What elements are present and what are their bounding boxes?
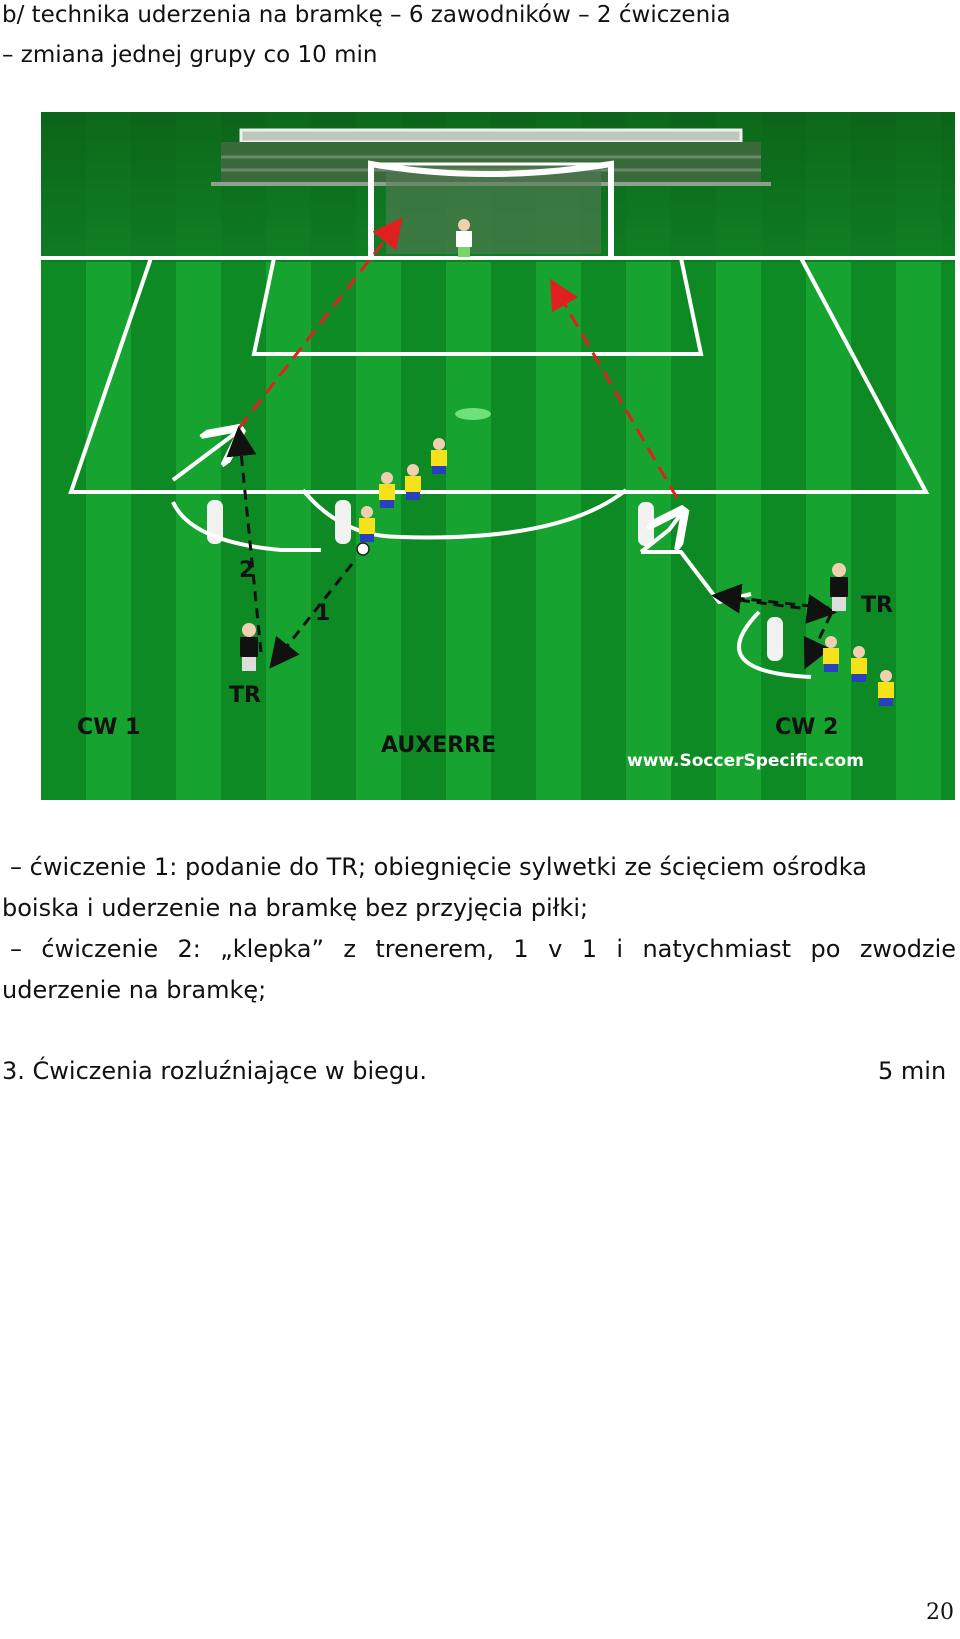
section-3-title: 3. Ćwiczenia rozluźniające w biegu.: [2, 1057, 428, 1085]
header-line-2: – zmiana jednej grupy co 10 min: [2, 42, 378, 68]
paragraph-line-4: uderzenie na bramkę;: [2, 976, 267, 1004]
section-3-duration: 5 min: [878, 1057, 947, 1085]
page-number: 20: [926, 1600, 954, 1625]
label-tr-left: TR: [229, 683, 261, 708]
paragraph-line-3-text: – ćwiczenie 2: „klepka” z trenerem, 1 v …: [10, 935, 956, 963]
label-auxerre: AUXERRE: [381, 733, 496, 758]
goalkeeper-figure: [456, 219, 472, 257]
coach-right: [830, 563, 848, 611]
field-lines: [41, 256, 955, 540]
paragraph-line-1: – ćwiczenie 1: podanie do TR; obiegnięci…: [10, 853, 867, 881]
run-arrows: [171, 432, 812, 679]
goal: [368, 160, 614, 256]
header-line-1: b/ technika uderzenia na bramkę – 6 zawo…: [2, 2, 731, 28]
coach-left: [240, 623, 258, 671]
label-pass-1: 1: [315, 601, 330, 626]
watermark: www.SoccerSpecific.com: [627, 751, 864, 771]
players-yellow: [359, 438, 894, 706]
drill-diagram: 2 1 TR TR CW 1 CW 2 AUXERRE www.SoccerSp…: [41, 112, 955, 800]
label-cw2: CW 2: [775, 715, 838, 740]
paragraph-line-2: boiska i uderzenie na bramkę bez przyjęc…: [2, 894, 589, 922]
ball-icon: [356, 542, 370, 556]
pass-arrows: [226, 426, 837, 670]
label-tr-right: TR: [861, 593, 893, 618]
label-pass-2: 2: [239, 558, 254, 583]
paragraph-line-3: – ćwiczenie 2: „klepka” z trenerem, 1 v …: [10, 934, 956, 964]
label-cw1: CW 1: [77, 715, 140, 740]
shot-arrows: [237, 217, 679, 499]
